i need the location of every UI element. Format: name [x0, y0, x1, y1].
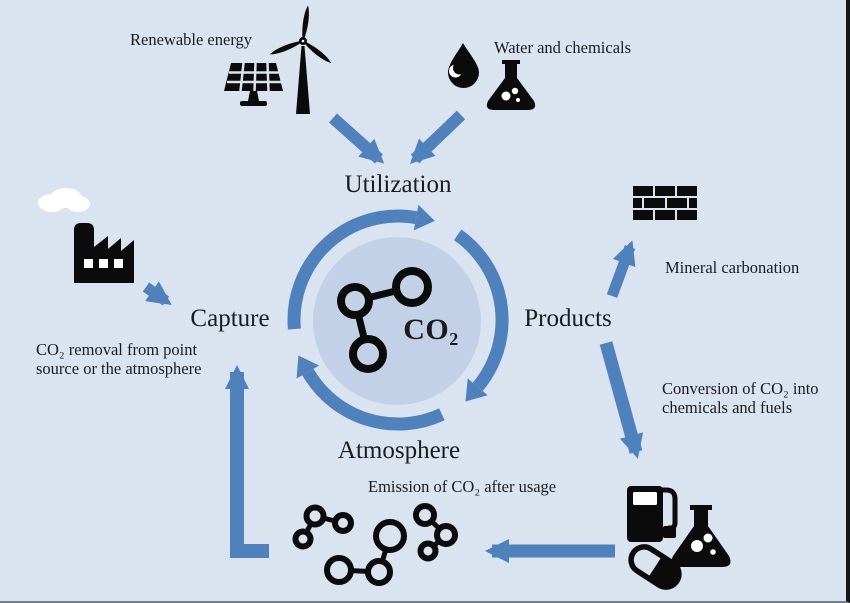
conversion-label: Conversion of CO₂ into chemicals and fue…: [662, 379, 819, 418]
arrow-water-to-utilization: [409, 110, 466, 164]
stage-utilization-label: Utilization: [344, 171, 452, 198]
solar-panel-icon: [224, 62, 283, 106]
fuels-flask-icon: [671, 505, 731, 567]
co2-removal-label: CO₂ removal from point source or the atm…: [36, 340, 202, 379]
co2-molecule-icon: [337, 267, 432, 373]
fuel-pump-icon: [627, 486, 678, 542]
co2-center-label: CO₂: [403, 313, 459, 346]
erlenmeyer-flask-icon: [486, 60, 536, 110]
stage-capture-label: Capture: [190, 305, 270, 332]
water-drop-icon: [448, 43, 479, 88]
pill-capsule-icon: [628, 544, 682, 590]
arrow-products-to-mineral: [606, 240, 636, 298]
arrow-renewable-to-utilization: [329, 113, 385, 164]
renewable-energy-label: Renewable energy: [130, 30, 253, 49]
mineral-carbonation-label: Mineral carbonation: [665, 258, 800, 277]
stage-atmosphere-label: Atmosphere: [337, 437, 461, 464]
emitted-molecules-icon: [292, 503, 458, 586]
cloud-icon: [38, 188, 90, 212]
wind-turbine-icon: [269, 5, 332, 114]
water-and-chemicals-label: Water and chemicals: [494, 38, 632, 57]
emission-label: Emission of CO₂ after usage: [368, 477, 557, 496]
flow-arrows: [142, 110, 644, 563]
factory-icon: [74, 223, 134, 283]
arrow-emission-to-capture: [225, 365, 269, 558]
arrow-products-to-conversion: [599, 341, 644, 459]
arrow-factory-to-capture: [142, 281, 172, 306]
brick-wall-icon: [633, 186, 697, 220]
cycle-ring-arrows: [287, 204, 509, 431]
stage-products-label: Products: [524, 305, 612, 332]
